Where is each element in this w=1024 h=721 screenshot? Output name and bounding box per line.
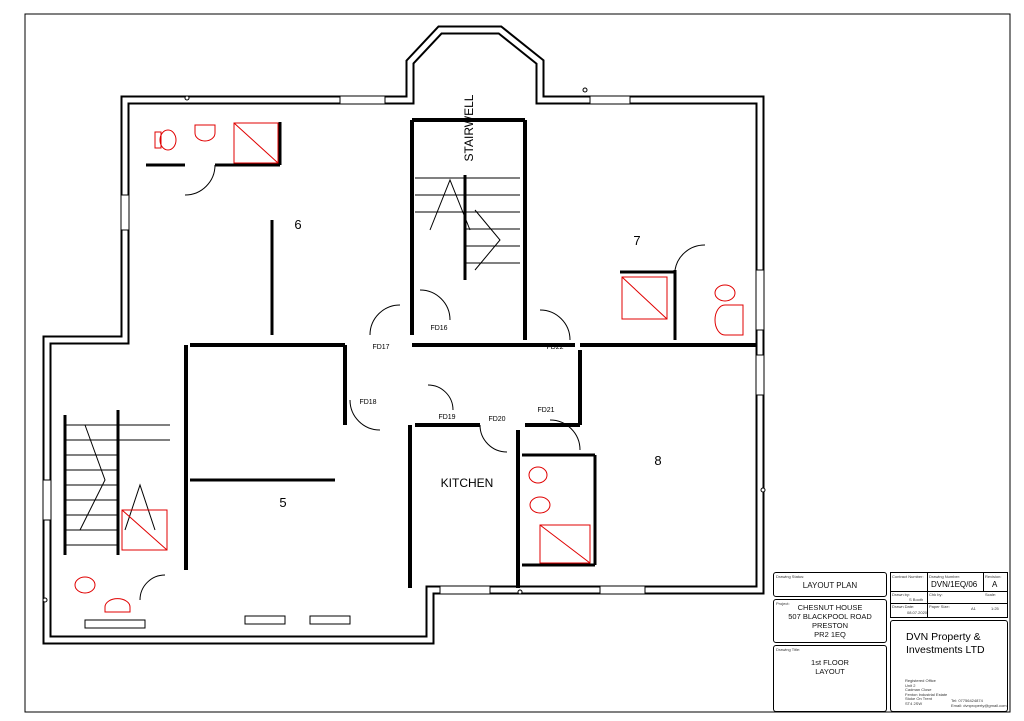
door-fd19: FD19 (438, 414, 455, 421)
drawn-by: S Booth (909, 597, 924, 602)
project-line: 507 BLACKPOOL ROAD (788, 612, 872, 621)
drawn-date: 08.07.2020 (907, 610, 928, 615)
project-line: PR2 1EQ (814, 630, 846, 639)
door-fd17: FD17 (372, 344, 389, 351)
drawing-title-box: Drawing Title: 1st FLOOR LAYOUT (773, 645, 887, 712)
drawing-title-line: 1st FLOOR (811, 658, 849, 667)
company-name-line: DVN Property & (906, 631, 981, 643)
drawing-info-box: Contract Number: Drawing Number: Revisio… (890, 572, 1008, 618)
caption: Contract Number: (892, 574, 924, 579)
project-line: CHESNUT HOUSE (797, 603, 863, 612)
caption: Revision: (985, 574, 1002, 579)
office-line: Stoke On Trent (905, 696, 932, 701)
office-line: Unit 2 (905, 682, 916, 688)
caption: Drawing Status: (776, 574, 805, 579)
scale: 1:25 (991, 606, 999, 611)
project-box: Project: CHESNUT HOUSE 507 BLACKPOOL ROA… (773, 599, 887, 643)
drawing-title-line: LAYOUT (815, 667, 845, 676)
interior-walls (184, 118, 756, 588)
door-swings (139, 164, 706, 601)
stairs-left (65, 424, 170, 546)
revision: A (992, 580, 998, 589)
stairs-stairwell (415, 177, 520, 271)
door-fd21: FD21 (537, 407, 554, 414)
sheet-border (24, 13, 1011, 713)
room-7-label: 7 (633, 233, 640, 248)
door-fd18: FD18 (359, 399, 376, 406)
drawing-status: LAYOUT PLAN (802, 581, 858, 590)
caption: Drawn by: (892, 592, 911, 597)
caption: Drawn Date: (892, 604, 915, 609)
contact-line: Email: dvnproperty@gmail.com (951, 702, 1007, 708)
caption: Drawing Number: (929, 574, 961, 579)
room-5-label: 5 (279, 495, 286, 510)
light-points (42, 87, 766, 603)
project-line: PRESTON (811, 621, 849, 630)
drawing-status-box: Drawing Status: LAYOUT PLAN (773, 572, 887, 597)
office-line: ST4 2SW (905, 700, 923, 706)
kitchen-label: KITCHEN (441, 476, 494, 490)
office-line: Registered Office (905, 678, 936, 683)
stairwell-label: STAIRWELL (462, 94, 476, 161)
caption: Chk by: (929, 592, 943, 597)
room-8-label: 8 (654, 453, 661, 468)
windows (42, 95, 765, 629)
caption: Project: (776, 601, 790, 606)
door-fd16: FD16 (430, 325, 447, 332)
door-fd20: FD20 (488, 416, 505, 423)
caption: Paper Size: (929, 604, 950, 609)
caption: Drawing Title: (776, 647, 801, 652)
company-name-line: Investments LTD (906, 644, 985, 656)
partitions (63, 122, 677, 567)
room-6-label: 6 (294, 217, 301, 232)
contact-line: Tel: 07756424874 (951, 698, 983, 703)
drawing-number: DVN/1EQ/06 (931, 580, 978, 589)
door-fd22: FD22 (546, 344, 563, 351)
office-line: Fenton Industrial Estate (905, 691, 948, 697)
caption: Scale: (985, 592, 997, 597)
office-line: Cadman Close (905, 687, 932, 692)
paper-size: A1 (971, 606, 976, 611)
company-box: DVN Property & Investments LTD Registere… (890, 620, 1008, 712)
sanitary-fixtures (74, 122, 744, 613)
outer-walls (42, 25, 765, 645)
